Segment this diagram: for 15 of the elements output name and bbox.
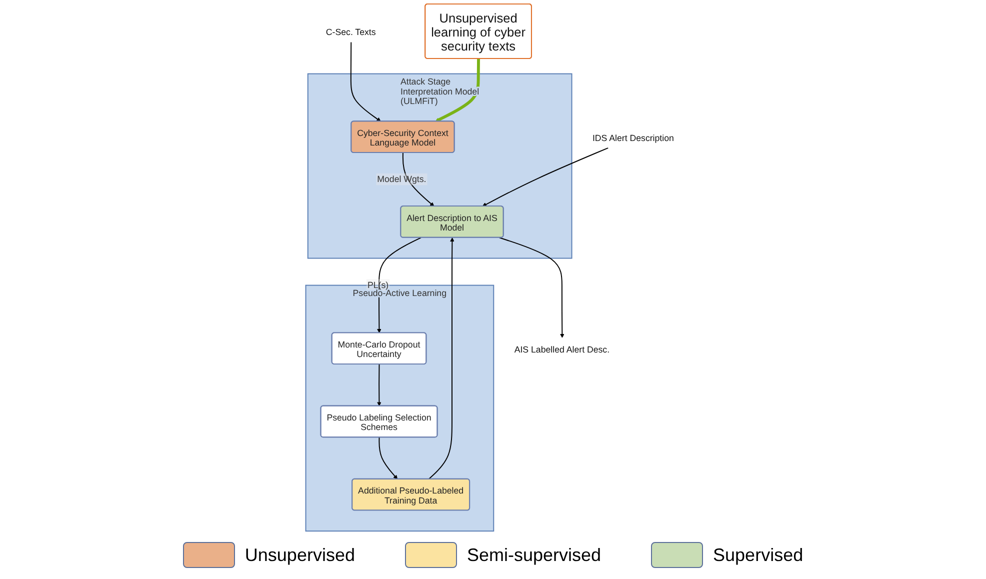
arrow [499,237,564,338]
arrow [402,152,434,206]
arrow [377,364,382,406]
arrow [435,58,480,122]
legend-label: Supervised [713,544,804,566]
legend-label: Semi-supervised [466,544,602,566]
arrow [378,436,398,480]
node-text: AIS Labelled Alert Desc. [514,344,610,354]
node-text: IDS Alert Description [592,132,674,143]
arrow [482,147,609,206]
legend-label: Unsupervised [244,544,355,566]
arrow [428,237,455,480]
arrow [377,237,422,334]
arrow [350,42,382,122]
node-text: C-Sec. Texts [326,27,376,38]
